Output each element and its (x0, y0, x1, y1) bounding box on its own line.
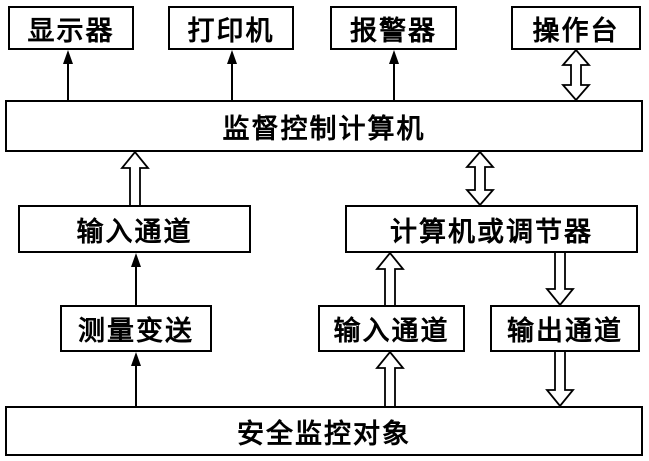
box-input-channel-left: 输入通道 (18, 205, 251, 253)
arrow-up-thin-object-to-measure-icon (131, 352, 141, 406)
arrow-down-hollow-to-output-icon (545, 253, 575, 307)
arrow-up-hollow-object-to-input-icon (375, 350, 405, 406)
box-supervisory-computer: 监督控制计算机 (5, 100, 643, 152)
box-safety-monitored-object: 安全监控对象 (5, 406, 643, 456)
box-printer-label: 打印机 (187, 15, 275, 46)
arrow-up-thin-to-alarm-icon (389, 50, 399, 100)
box-console: 操作台 (511, 6, 641, 50)
box-input-channel-left-label: 输入通道 (76, 216, 193, 247)
box-printer: 打印机 (168, 6, 294, 50)
arrow-up-hollow-input-left-icon (120, 150, 150, 205)
box-alarm-label: 报警器 (350, 15, 437, 46)
arrow-up-thin-to-printer-icon (227, 50, 237, 100)
arrow-up-hollow-input-mid-icon (375, 251, 405, 305)
arrow-up-thin-to-display-icon (63, 50, 73, 100)
box-safety-monitored-object-label: 安全监控对象 (237, 418, 411, 449)
box-display-label: 显示器 (27, 15, 115, 46)
box-alarm: 报警器 (330, 6, 457, 50)
box-computer-or-regulator: 计算机或调节器 (345, 205, 638, 253)
box-supervisory-computer-label: 监督控制计算机 (222, 113, 426, 144)
box-console-label: 操作台 (532, 15, 620, 46)
arrow-down-hollow-output-to-object-icon (545, 352, 575, 408)
box-output-channel-label: 输出通道 (507, 316, 623, 346)
arrow-double-hollow-console-icon (561, 48, 591, 102)
box-computer-or-regulator-label: 计算机或调节器 (390, 216, 593, 247)
box-display: 显示器 (8, 6, 134, 50)
box-input-channel-mid: 输入通道 (318, 305, 465, 352)
box-output-channel: 输出通道 (490, 305, 640, 352)
box-measurement-transmit-label: 测量变送 (78, 316, 194, 346)
box-input-channel-mid-label: 输入通道 (333, 316, 450, 346)
arrow-double-hollow-regulator-icon (465, 150, 495, 207)
box-measurement-transmit: 测量变送 (60, 305, 212, 352)
arrow-up-thin-measure-to-input-icon (131, 253, 141, 305)
